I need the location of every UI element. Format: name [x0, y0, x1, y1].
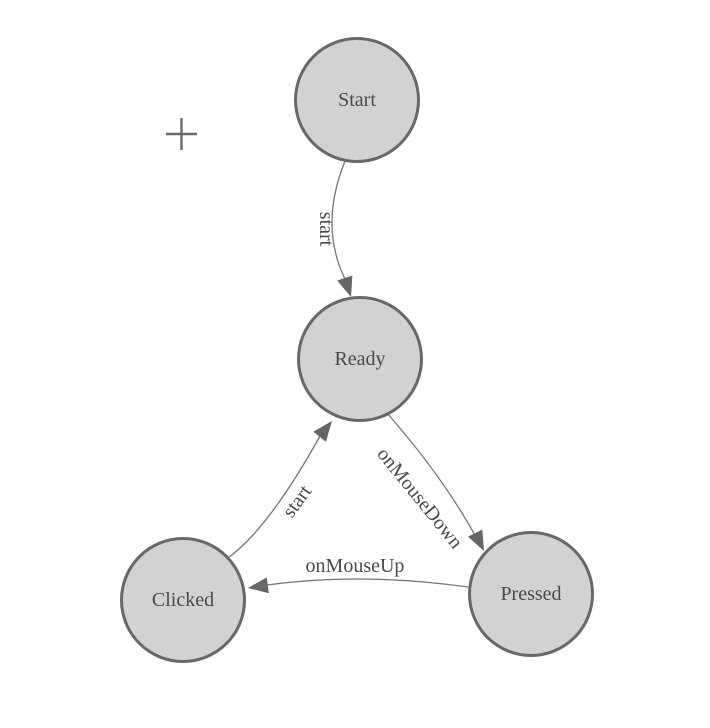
- node-ready[interactable]: Ready: [297, 296, 423, 422]
- edge-label-clicked-to-ready: start: [278, 481, 316, 522]
- origin-cross-marker: [166, 118, 197, 150]
- node-clicked[interactable]: Clicked: [120, 537, 246, 663]
- edge-label-start-to-ready: start: [315, 212, 337, 247]
- edge-pressed-to-clicked[interactable]: [266, 578, 469, 588]
- node-clicked-label: Clicked: [151, 588, 215, 611]
- node-pressed[interactable]: Pressed: [468, 531, 594, 657]
- arrowhead-clicked-to-ready: [313, 421, 332, 442]
- arrowhead-ready-to-pressed: [467, 529, 484, 551]
- node-start-label: Start: [338, 88, 376, 111]
- edge-label-pressed-to-clicked: onMouseUp: [306, 555, 405, 577]
- edge-start-to-ready[interactable]: [331, 160, 348, 284]
- edge-clicked-to-ready[interactable]: [227, 435, 321, 559]
- node-start[interactable]: Start: [294, 37, 420, 163]
- arrowhead-start-to-ready: [337, 275, 353, 297]
- arrowhead-pressed-to-clicked: [248, 577, 269, 594]
- node-pressed-label: Pressed: [500, 582, 562, 605]
- node-ready-label: Ready: [334, 347, 386, 370]
- edge-ready-to-pressed[interactable]: [386, 412, 477, 538]
